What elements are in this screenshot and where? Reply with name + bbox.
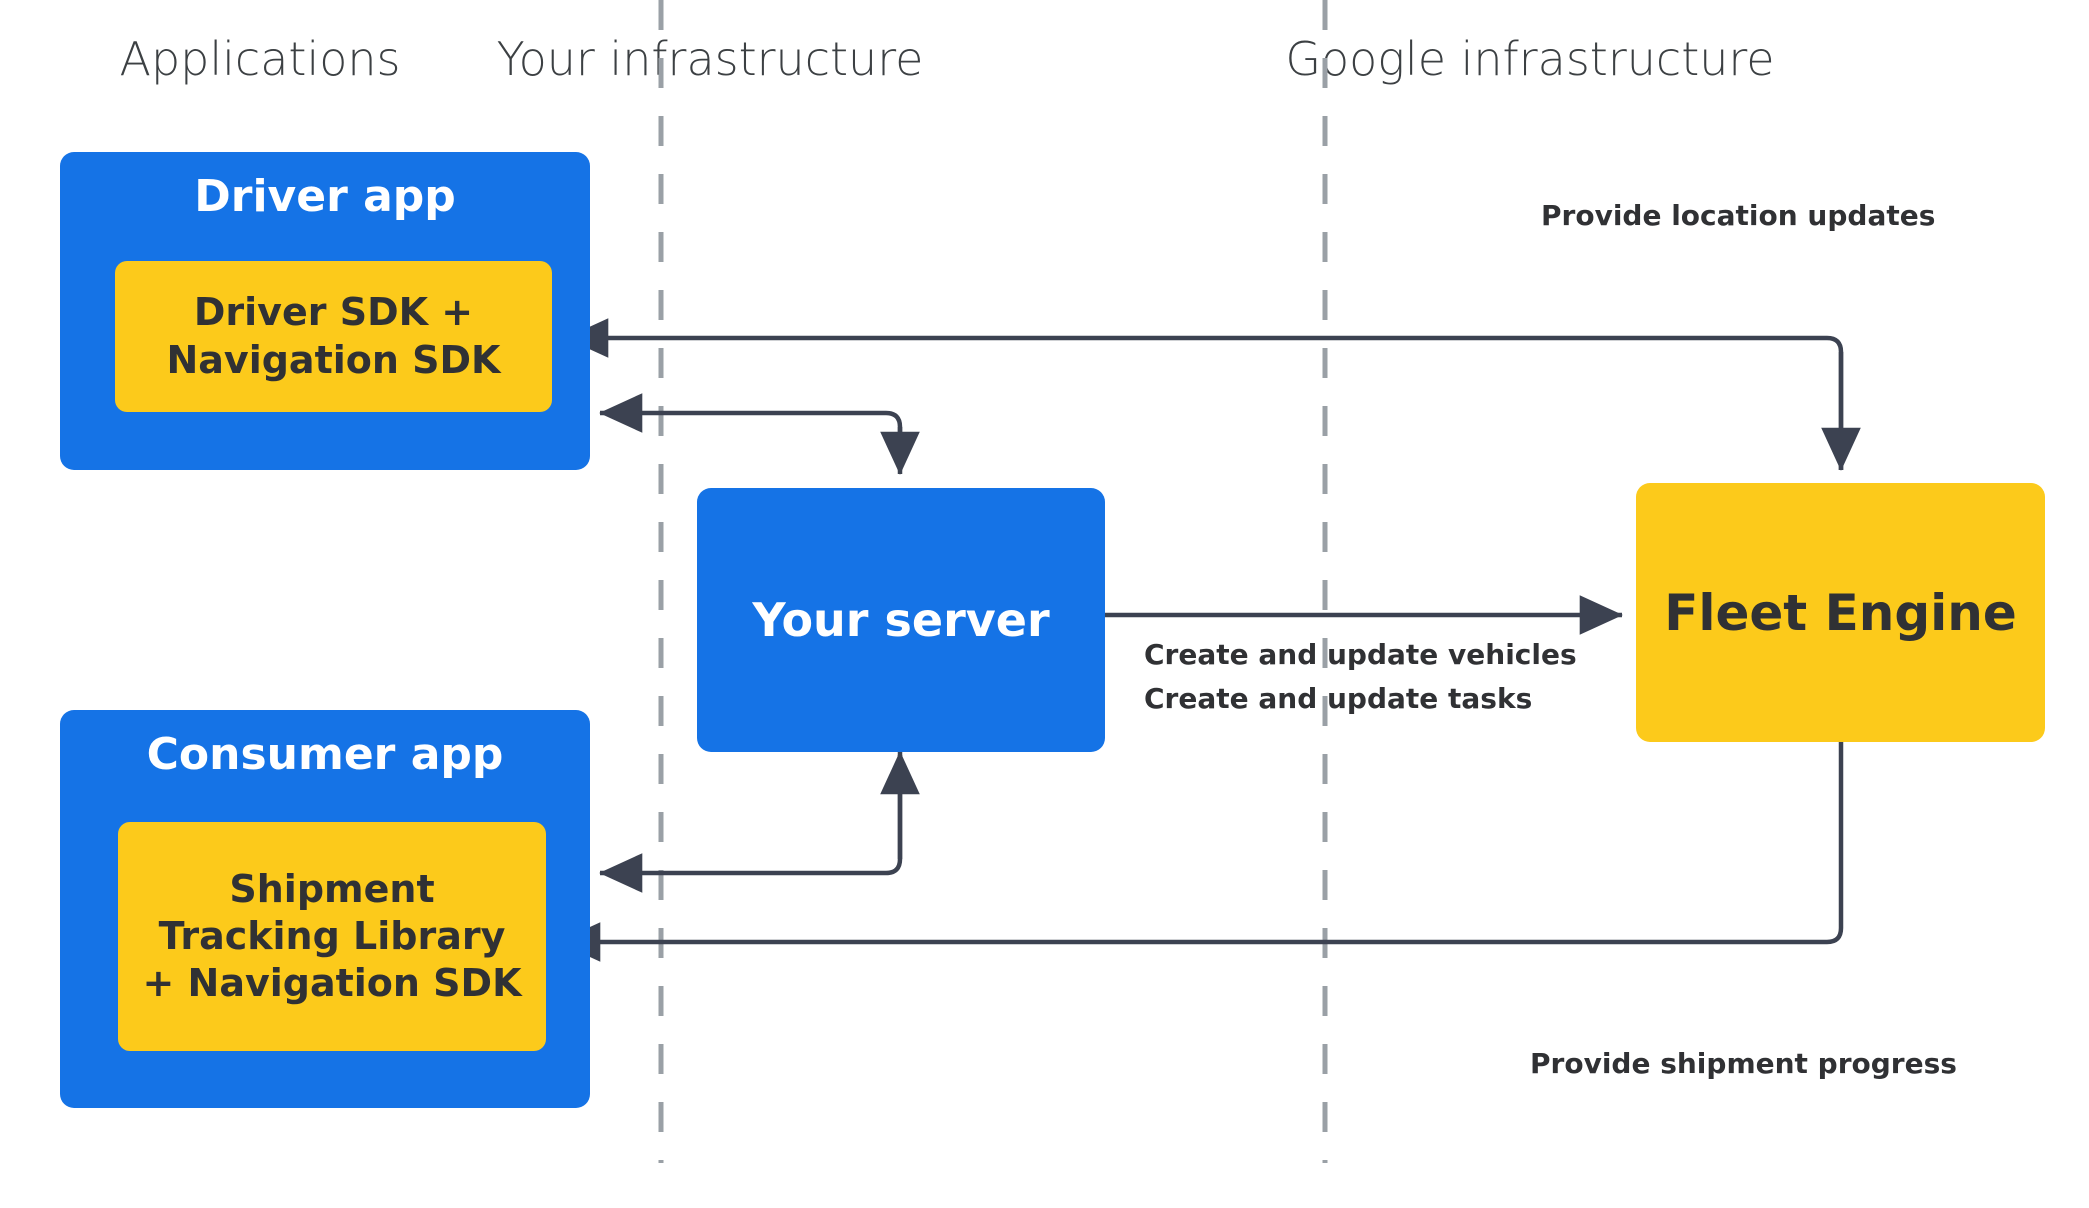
node-your-server[interactable]: Your server	[697, 488, 1105, 752]
consumer-sdk-label-line1: Shipment	[229, 866, 435, 911]
node-consumer-app[interactable]: Consumer app Shipment Tracking Library +…	[60, 710, 590, 1108]
edge-location-updates	[565, 318, 1861, 471]
edge-label-create-update-vehicles: Create and update vehicles	[1144, 638, 1577, 671]
column-header-applications: Applications	[119, 32, 401, 86]
edge-label-create-update-tasks: Create and update tasks	[1144, 682, 1533, 715]
consumer-sdk-label-line3: + Navigation SDK	[142, 961, 522, 1006]
column-header-your-infrastructure: Your infrastructure	[496, 32, 924, 86]
fleet-engine-title: Fleet Engine	[1664, 583, 2017, 642]
edge-label-location-updates: Provide location updates	[1541, 199, 1936, 232]
edge-shipment-progress	[557, 742, 1844, 962]
driver-app-title: Driver app	[194, 171, 456, 222]
edge-label-shipment-progress: Provide shipment progress	[1530, 1047, 1957, 1080]
consumer-app-title: Consumer app	[146, 729, 504, 780]
edge-server-to-consumer	[599, 751, 920, 893]
node-fleet-engine[interactable]: Fleet Engine	[1636, 483, 2045, 742]
column-header-google-infrastructure: Google infrastructure	[1285, 32, 1775, 86]
driver-sdk-label-line2: Navigation SDK	[166, 337, 501, 382]
node-shipment-tracking-library[interactable]: Shipment Tracking Library + Navigation S…	[118, 822, 546, 1051]
node-driver-sdk[interactable]: Driver SDK + Navigation SDK	[115, 261, 552, 412]
consumer-sdk-label-line2: Tracking Library	[158, 913, 506, 958]
driver-sdk-label-line1: Driver SDK +	[193, 290, 474, 335]
edge-server-to-driver	[599, 393, 920, 475]
node-driver-app[interactable]: Driver app Driver SDK + Navigation SDK	[60, 152, 590, 470]
your-server-title: Your server	[752, 593, 1050, 647]
